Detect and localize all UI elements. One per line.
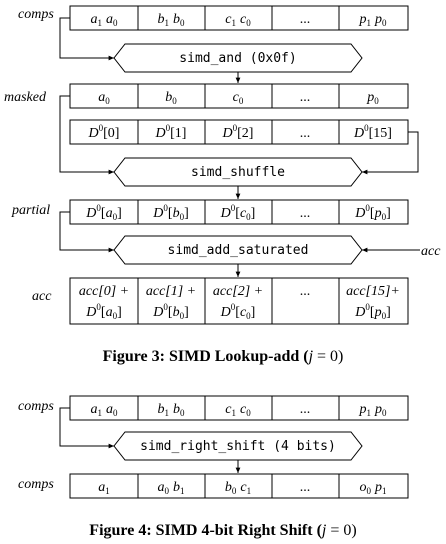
partial-cell-4: D0[p0]: [354, 203, 390, 222]
partial-cell-1: D0[b0]: [152, 203, 188, 222]
row-label-masked: masked: [4, 90, 47, 105]
acc-cell-2-line2: D0[c0]: [220, 302, 256, 321]
table-to-shuffle-connector: [362, 131, 419, 175]
partial-to-add-connector: [59, 211, 114, 253]
fig4-out-cell-dots: ...: [300, 480, 311, 495]
partial-row: D0[a0] D0[b0] D0[c0] ... D0[p0]: [69, 199, 409, 225]
fig4-row-label-comps-in: comps: [18, 399, 54, 414]
masked-cell-0: a0: [98, 90, 110, 106]
simd-shuffle-label: simd_shuffle: [191, 165, 285, 180]
row-label-acc: acc: [32, 289, 52, 304]
acc-cell-0-line1: acc[0] +: [79, 284, 129, 299]
simd-and-label: simd_and (0x0f): [179, 51, 296, 66]
masked-cell-dots: ...: [300, 90, 311, 105]
fig4-in-to-shift-connector: [59, 407, 114, 449]
masked-to-shuffle-connector: [59, 95, 114, 175]
table-cell-1: D0[1]: [155, 123, 187, 141]
partial-cell-2: D0[c0]: [220, 203, 256, 222]
simd-add-saturated-op: [113, 235, 363, 265]
partial-cell-dots: ...: [300, 206, 311, 221]
table-cell-dots: ...: [300, 126, 311, 141]
row-label-comps: comps: [18, 7, 54, 22]
simd-add-saturated-label: simd_add_saturated: [168, 243, 309, 258]
acc-cell-4-line1: acc[15]+: [346, 284, 400, 299]
acc-cell-1-line1: acc[1] +: [146, 284, 196, 299]
acc-row: acc[0] + D0[a0] acc[1] + D0[b0] acc[2] +…: [69, 277, 409, 325]
masked-cell-4: p0: [366, 90, 379, 106]
fig4-out-cell-0: a1: [98, 480, 110, 496]
table-cell-0: D0[0]: [88, 123, 120, 141]
comps-cell-dots: ...: [300, 12, 311, 27]
row-label-partial: partial: [11, 203, 50, 218]
acc-input-label: acc: [421, 244, 441, 259]
simd-and-op: [113, 43, 363, 73]
acc-cell-4-line2: D0[p0]: [354, 302, 390, 321]
fig4-in-cell-dots: ...: [300, 402, 311, 417]
figure-4-caption: Figure 4: SIMD 4-bit Right Shift (j = 0): [89, 522, 356, 539]
masked-row: a0 b0 c0 ... p0: [69, 83, 409, 109]
acc-cell-2-line1: acc[2] +: [213, 284, 263, 299]
comps-to-and-connector: [59, 17, 114, 61]
table-cell-4: D0[15]: [353, 123, 392, 141]
masked-cell-1: b0: [165, 90, 177, 106]
simd-shuffle-op: [113, 157, 363, 187]
table-row-d0: D0[0] D0[1] D0[2] ... D0[15]: [69, 119, 409, 145]
table-cell-2: D0[2]: [222, 123, 254, 141]
masked-cell-2: c0: [233, 90, 244, 106]
figure-3-caption: Figure 3: SIMD Lookup-add (j = 0): [103, 348, 344, 365]
fig4-row-label-comps-out: comps: [18, 477, 54, 492]
acc-cell-dots: ...: [300, 284, 311, 299]
acc-cell-1-line2: D0[b0]: [152, 302, 188, 321]
partial-cell-0: D0[a0]: [85, 203, 121, 222]
simd-right-shift-label: simd_right_shift (4 bits): [140, 439, 336, 454]
acc-cell-0-line2: D0[a0]: [85, 302, 121, 321]
simd-right-shift-op: [113, 431, 363, 461]
